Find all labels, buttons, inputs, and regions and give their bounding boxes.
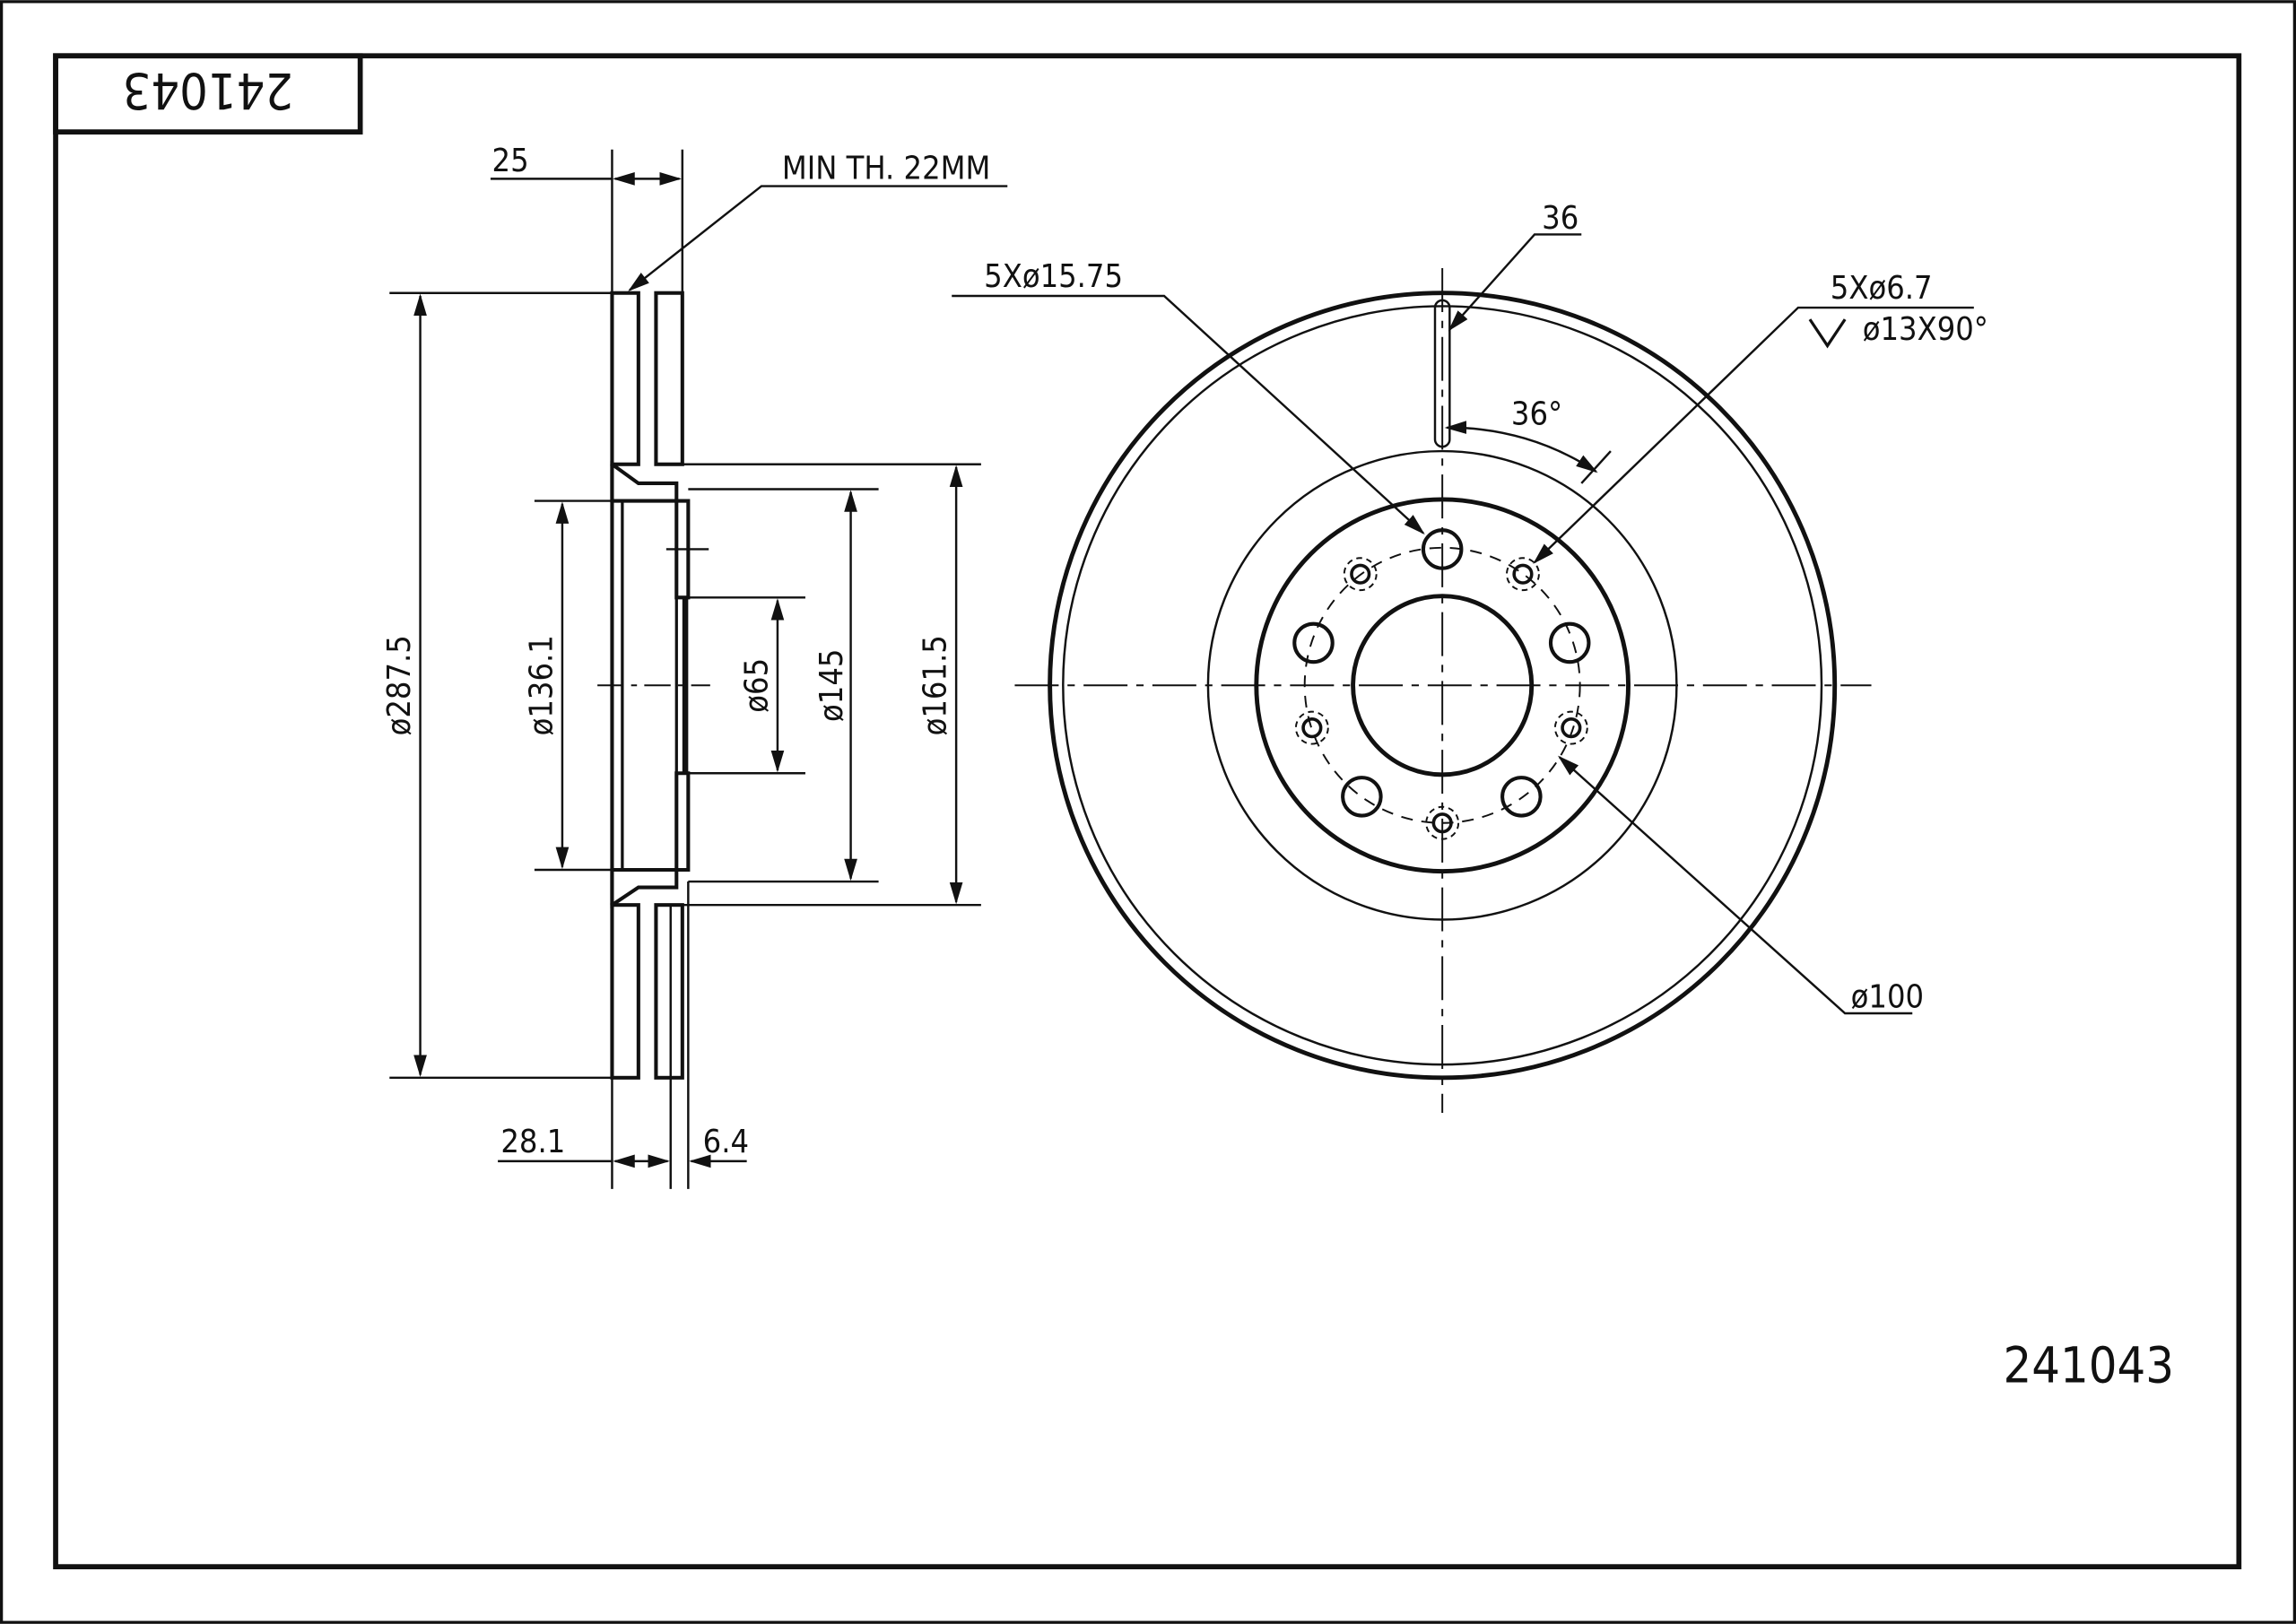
slot-width-label: 36 bbox=[1542, 200, 1578, 237]
dim-width: 25 bbox=[492, 143, 529, 179]
min-thickness-label: MIN TH. 22MM bbox=[782, 150, 991, 187]
countersink-symbol bbox=[1808, 318, 1847, 349]
dim-136: ø136.1 bbox=[524, 635, 561, 735]
mirrored-part-number: 241043 bbox=[123, 61, 294, 119]
small-holes bbox=[1294, 557, 1588, 840]
part-number: 241043 bbox=[2003, 1336, 2174, 1394]
bolt-holes-label: 5Xø15.75 bbox=[984, 258, 1123, 295]
section-view: ø287.5 ø136.1 ø65 ø145 ø161.5 25 MIN TH.… bbox=[381, 143, 1008, 1189]
dim-hat: 6.4 bbox=[703, 1124, 749, 1160]
drawing-frame bbox=[53, 53, 2242, 1569]
countersink-label: ø13X90° bbox=[1863, 311, 1988, 348]
dim-145: ø145 bbox=[813, 649, 850, 722]
dim-161: ø161.5 bbox=[918, 635, 954, 735]
dim-offset: 28.1 bbox=[500, 1124, 565, 1160]
bolt-holes bbox=[1292, 528, 1591, 818]
slot bbox=[1433, 299, 1451, 448]
pcd-label: ø100 bbox=[1851, 978, 1924, 1015]
dim-outer-diameter: ø287.5 bbox=[381, 635, 418, 735]
dim-65: ø65 bbox=[739, 658, 776, 713]
title-block bbox=[53, 53, 363, 135]
front-view: 36 36° 5Xø15.75 5Xø6.7 ø13X90° ø100 bbox=[952, 200, 1988, 1114]
small-holes-label: 5Xø6.7 bbox=[1831, 270, 1933, 307]
angle-label: 36° bbox=[1511, 396, 1562, 433]
